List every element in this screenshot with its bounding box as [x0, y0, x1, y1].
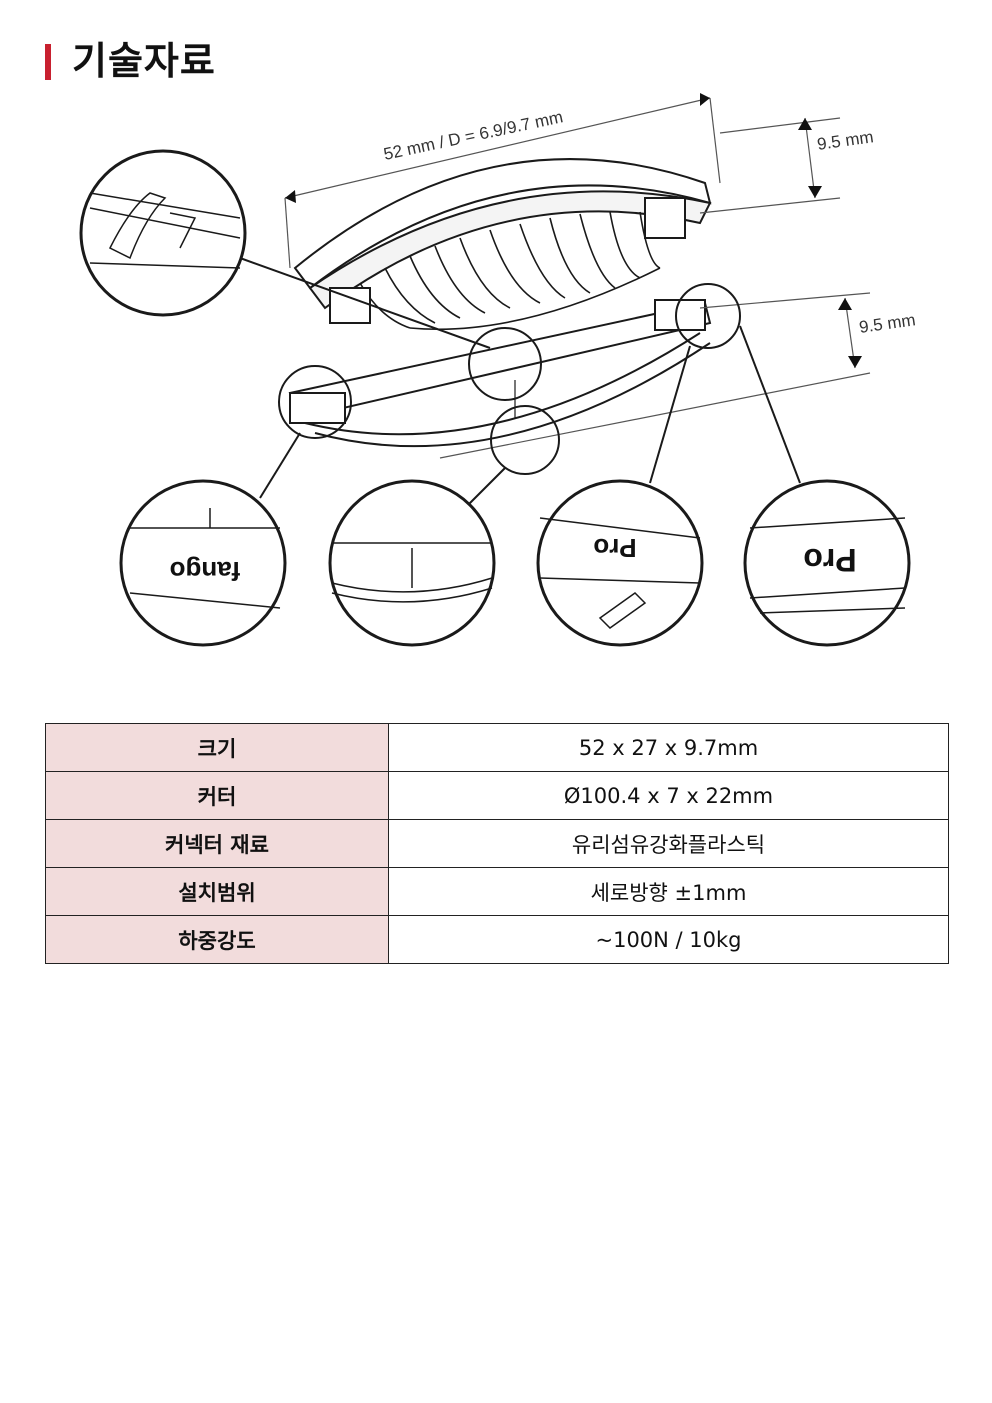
- zoom-label-pro-1: Pro: [593, 533, 636, 563]
- technical-drawing: fango Pro Pro 52 mm / D = 6.9/9.7 mm 9.5…: [79, 93, 917, 647]
- spec-value: ~100N / 10kg: [388, 915, 949, 964]
- spec-value: 52 x 27 x 9.7mm: [388, 723, 949, 772]
- table-row: 크기 52 x 27 x 9.7mm: [45, 723, 949, 772]
- title-accent-bar: [45, 44, 51, 80]
- spec-label: 커터: [45, 771, 389, 820]
- callout-marker-2: [278, 365, 352, 439]
- dimension-height-upper: 9.5 mm: [816, 127, 875, 154]
- table-row: 설치범위 세로방향 ±1mm: [45, 867, 949, 916]
- page-title: 기술자료: [72, 39, 216, 83]
- dimension-length-label: 52 mm / D = 6.9/9.7 mm: [382, 107, 565, 164]
- spec-label: 크기: [45, 723, 389, 772]
- spec-value: Ø100.4 x 7 x 22mm: [388, 771, 949, 820]
- zoom-detail-pro-1: [536, 479, 704, 647]
- zoom-detail-top-left: [79, 149, 247, 317]
- table-row: 하중강도 ~100N / 10kg: [45, 915, 949, 964]
- callout-marker-1: [468, 327, 542, 401]
- callout-marker-3: [490, 405, 560, 475]
- zoom-detail-pro-2: [743, 479, 911, 647]
- spec-label: 커넥터 재료: [45, 819, 389, 868]
- table-row: 커터 Ø100.4 x 7 x 22mm: [45, 771, 949, 820]
- spec-label: 설치범위: [45, 867, 389, 916]
- spec-label: 하중강도: [45, 915, 389, 964]
- table-row: 커넥터 재료 유리섬유강화플라스틱: [45, 819, 949, 868]
- spec-table: 크기 52 x 27 x 9.7mm 커터 Ø100.4 x 7 x 22mm …: [45, 723, 949, 964]
- zoom-label-pro-2: Pro: [803, 542, 856, 578]
- spec-value: 세로방향 ±1mm: [388, 867, 949, 916]
- dimension-height-lower: 9.5 mm: [858, 310, 917, 337]
- zoom-label-fango: fango: [170, 556, 241, 586]
- callout-marker-4: [675, 283, 741, 349]
- spec-value: 유리섬유강화플라스틱: [388, 819, 949, 868]
